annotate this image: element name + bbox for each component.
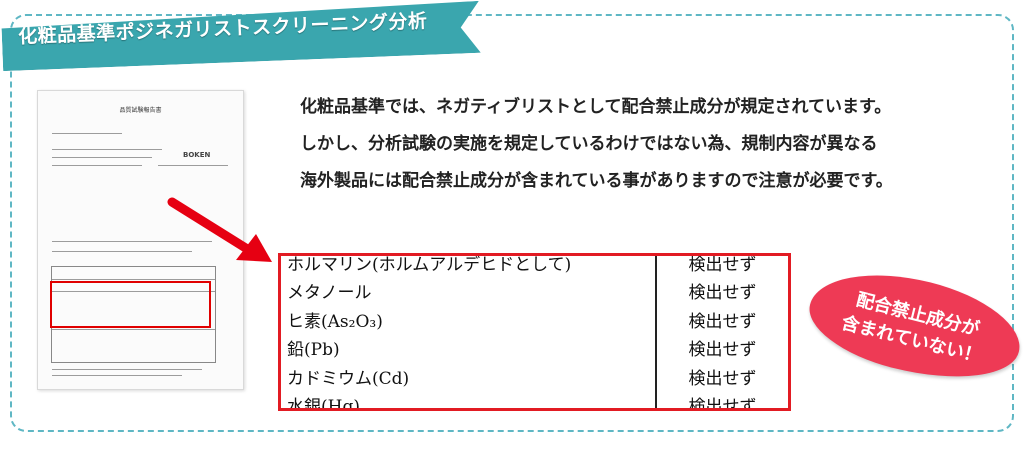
- description-line: しかし、分析試験の実施を規定しているわけではない為、規制内容が異なる: [300, 134, 878, 154]
- doc-table-rule: [52, 329, 215, 330]
- test-result: 検出せず: [688, 254, 757, 275]
- table-row: メタノール 検出せず: [281, 276, 788, 305]
- description-line: 化粧品基準では、ネガティブリストとして配合禁止成分が規定されています。: [300, 97, 892, 117]
- doc-text-line: [52, 251, 192, 252]
- test-result: 検出せず: [688, 397, 757, 411]
- doc-text-line: [158, 165, 228, 166]
- doc-text-line: [52, 369, 202, 370]
- test-result: 検出せず: [688, 311, 757, 332]
- pointer-arrow-icon: [167, 197, 272, 262]
- description-line: 海外製品には配合禁止成分が含まれている事がありますので注意が必要です。: [300, 171, 893, 191]
- test-result: 検出せず: [688, 368, 757, 389]
- table-row: ホルマリン(ホルムアルデヒドとして) 検出せず: [281, 254, 788, 277]
- report-highlight-box: [50, 281, 211, 328]
- substance-name: ホルマリン(ホルムアルデヒドとして): [281, 256, 657, 277]
- doc-text-line: [52, 157, 152, 158]
- test-report-thumbnail: 品質試験報告書 BOKEN: [37, 90, 244, 390]
- doc-table-rule: [52, 279, 215, 280]
- doc-text-line: [52, 165, 142, 166]
- description: 化粧品基準では、ネガティブリストとして配合禁止成分が規定されています。 しかし、…: [300, 89, 893, 200]
- table-row: 鉛(Pb) 検出せず: [281, 333, 788, 362]
- results-table: ホルマリン(ホルムアルデヒドとして) 検出せず メタノール 検出せず ヒ素(As…: [278, 253, 791, 411]
- table-row: ヒ素(As₂O₃) 検出せず: [281, 305, 788, 334]
- substance-name: カドミウム(Cd): [281, 362, 657, 391]
- report-title: 品質試験報告書: [119, 107, 162, 114]
- substance-name: メタノール: [281, 276, 657, 305]
- company-logo: BOKEN: [183, 151, 211, 159]
- doc-text-line: [52, 241, 212, 242]
- dashed-frame: [10, 14, 1014, 432]
- test-result: 検出せず: [688, 283, 757, 304]
- doc-text-line: [52, 133, 122, 134]
- test-result: 検出せず: [688, 340, 757, 361]
- doc-text-line: [52, 149, 162, 150]
- table-row: 水銀(Hg) 検出せず: [281, 390, 788, 411]
- substance-name: ヒ素(As₂O₃): [281, 305, 657, 334]
- substance-name: 水銀(Hg): [281, 390, 657, 408]
- substance-name: 鉛(Pb): [281, 333, 657, 362]
- doc-table-rule: [52, 291, 215, 292]
- table-row: カドミウム(Cd) 検出せず: [281, 362, 788, 391]
- doc-text-line: [52, 375, 182, 376]
